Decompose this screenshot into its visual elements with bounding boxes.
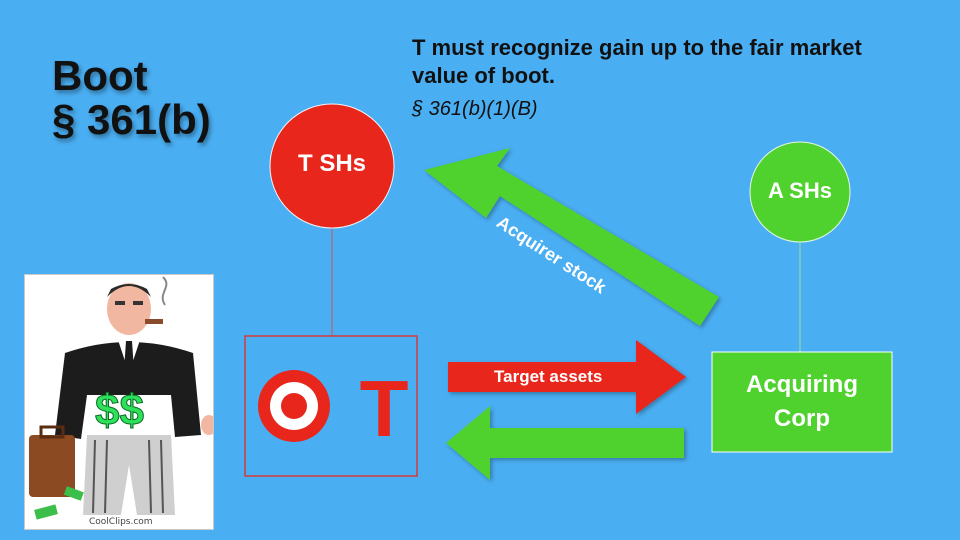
target-assets-arrow	[448, 340, 686, 414]
businessman-clipart: $$ CoolClips.com	[24, 274, 214, 530]
acquiring-corp-label-line2: Corp	[774, 405, 830, 432]
clipart-credit: CoolClips.com	[89, 517, 153, 527]
slide-title: Boot § 361(b)	[52, 54, 211, 142]
gain-note: T must recognize gain up to the fair mar…	[412, 35, 862, 88]
target-logo-icon	[258, 370, 330, 442]
target-assets-label: Target assets	[494, 367, 603, 386]
a-shareholders-label: A SHs	[768, 178, 832, 203]
acquiring-corp-label: Acquiring Corp	[712, 368, 892, 436]
acquirer-stock-arrow	[424, 148, 719, 326]
a-shareholders-circle	[749, 141, 851, 243]
acquiring-corp-label-line1: Acquiring	[746, 371, 858, 398]
consideration-arrow	[446, 406, 684, 480]
t-shareholders-circle	[269, 103, 395, 229]
dollar-signs: $$	[95, 386, 144, 435]
businessman-illustration-icon: $$	[29, 276, 213, 520]
title-line-1: Boot	[52, 52, 148, 99]
t-shareholders-label: T SHs	[297, 150, 366, 177]
code-citation: § 361(b)(1)(B)	[412, 98, 538, 120]
acquiring-corp-box	[711, 351, 893, 453]
title-line-2: § 361(b)	[52, 96, 211, 143]
target-logo-letter: T	[360, 364, 409, 453]
